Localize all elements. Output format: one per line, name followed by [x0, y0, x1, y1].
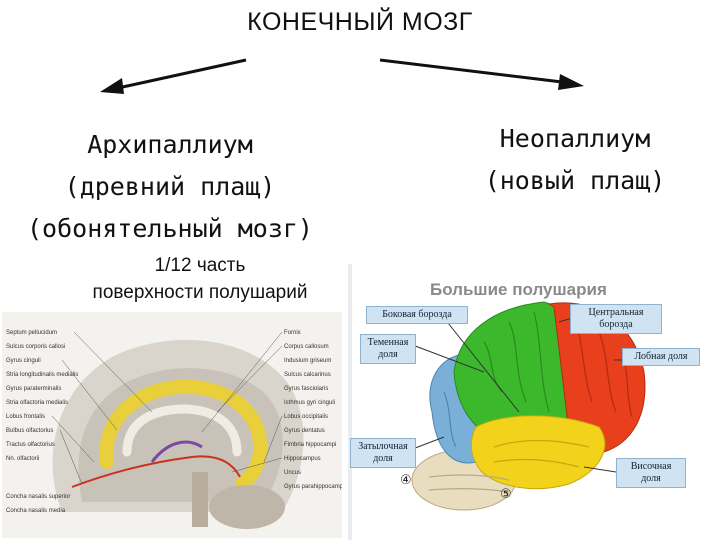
- svg-text:Concha nasalis media: Concha nasalis media: [6, 508, 66, 514]
- svg-text:Stria longitudinalis medialis: Stria longitudinalis medialis: [6, 372, 78, 378]
- svg-text:Isthmus gyri cinguli: Isthmus gyri cinguli: [284, 400, 335, 406]
- marker-5: ⑤: [500, 487, 512, 502]
- page-title: КОНЕЧНЫЙ МОЗГ: [247, 8, 473, 36]
- svg-text:Uncus: Uncus: [284, 470, 301, 476]
- archipallium-block: Архипаллиум (древний плащ) (обонятельный…: [0, 124, 340, 250]
- label-temporal-lobe: Височная доля: [616, 458, 686, 488]
- svg-text:Sulcus calcarinus: Sulcus calcarinus: [284, 372, 331, 378]
- right-arrow-head: [558, 74, 584, 90]
- svg-text:Corpus callosum: Corpus callosum: [284, 344, 329, 350]
- fraction-line-2: поверхности полушарий: [92, 282, 308, 303]
- svg-text:Nn. olfactorii: Nn. olfactorii: [6, 456, 39, 462]
- svg-text:Concha nasalis superior: Concha nasalis superior: [6, 494, 70, 500]
- svg-text:Indusium griseum: Indusium griseum: [284, 358, 331, 364]
- label-central-sulcus: Центральная борозда: [570, 304, 662, 334]
- svg-text:Septum pellucidum: Septum pellucidum: [6, 330, 57, 336]
- right-arrow-line: [379, 58, 563, 84]
- neopallium-block: Неопаллиум (новый плащ): [430, 118, 720, 202]
- label-frontal-lobe: Лобная доля: [622, 348, 700, 366]
- svg-text:Lobus frontalis: Lobus frontalis: [6, 414, 45, 420]
- archipallium-title: Архипаллиум: [87, 130, 253, 159]
- svg-text:Gyrus paraterminalis: Gyrus paraterminalis: [6, 386, 61, 392]
- fraction-note: 1/12 часть поверхности полушарий: [30, 252, 370, 306]
- lateral-heading: Большие полушария: [430, 280, 607, 299]
- archipallium-note: (обонятельный мозг): [27, 214, 313, 243]
- svg-text:Tractus olfactorius: Tractus olfactorius: [6, 442, 55, 448]
- lateral-brain-illustration: ④ ⑤ Большие полушария Боковая борозда Це…: [344, 262, 720, 540]
- svg-text:Hippocampus: Hippocampus: [284, 456, 321, 462]
- svg-text:Lobus occipitalis: Lobus occipitalis: [284, 414, 328, 420]
- neopallium-title: Неопаллиум: [499, 124, 651, 153]
- hemisphere-drawing: ④ ⑤: [344, 262, 720, 540]
- label-parietal-lobe: Теменная доля: [360, 334, 416, 364]
- svg-text:Gyrus dentatus: Gyrus dentatus: [284, 428, 325, 434]
- svg-text:Fornix: Fornix: [284, 330, 301, 336]
- archipallium-subtitle: (древний плащ): [64, 172, 276, 201]
- svg-text:Gyrus fasciolaris: Gyrus fasciolaris: [284, 386, 328, 392]
- svg-text:Sulcus corporis callosi: Sulcus corporis callosi: [6, 344, 65, 350]
- svg-text:Gyrus parahippocampalis: Gyrus parahippocampalis: [284, 484, 342, 490]
- neopallium-subtitle: (новый плащ): [484, 166, 666, 195]
- marker-4: ④: [400, 473, 412, 488]
- left-arrow-line: [117, 58, 247, 90]
- svg-text:Gyrus cinguli: Gyrus cinguli: [6, 358, 41, 364]
- svg-text:Bulbus olfactorius: Bulbus olfactorius: [6, 428, 53, 434]
- left-arrow-head: [100, 78, 124, 94]
- branch-arrows: [100, 58, 584, 94]
- svg-text:Fimbria hippocampi: Fimbria hippocampi: [284, 442, 336, 448]
- medial-brain-illustration: Septum pellucidum Sulcus corporis callos…: [2, 312, 342, 538]
- label-lateral-sulcus: Боковая борозда: [366, 306, 468, 324]
- label-occipital-lobe: Затылочная доля: [350, 438, 416, 468]
- svg-text:Stria olfactoria medialis: Stria olfactoria medialis: [6, 400, 68, 406]
- medial-labels-left: Septum pellucidum Sulcus corporis callos…: [6, 330, 78, 514]
- fraction-line-1: 1/12 часть: [154, 255, 246, 276]
- medial-labels-right: Fornix Corpus callosum Indusium griseum …: [284, 330, 342, 490]
